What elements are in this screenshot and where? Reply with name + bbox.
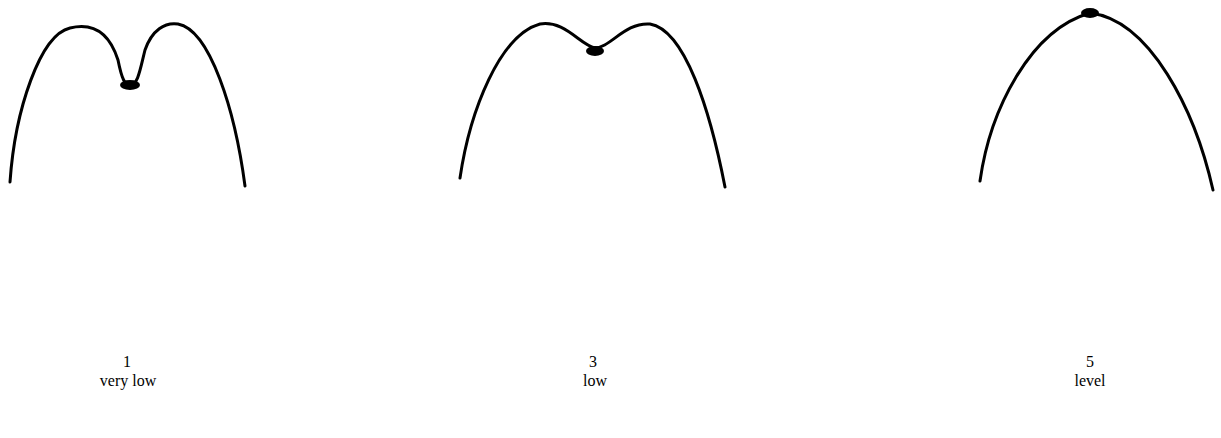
marker-dot	[1081, 8, 1099, 18]
score-description: low	[583, 372, 607, 390]
score-description: level	[1074, 372, 1105, 390]
low-curve	[460, 24, 725, 187]
very-low-curve	[10, 24, 245, 186]
score-description: very low	[100, 372, 156, 390]
score-number: 1	[123, 353, 131, 371]
score-number: 5	[1086, 353, 1094, 371]
marker-dot	[120, 80, 140, 90]
score-number: 3	[589, 353, 597, 371]
level-curve	[980, 13, 1213, 190]
marker-dot	[586, 46, 604, 56]
